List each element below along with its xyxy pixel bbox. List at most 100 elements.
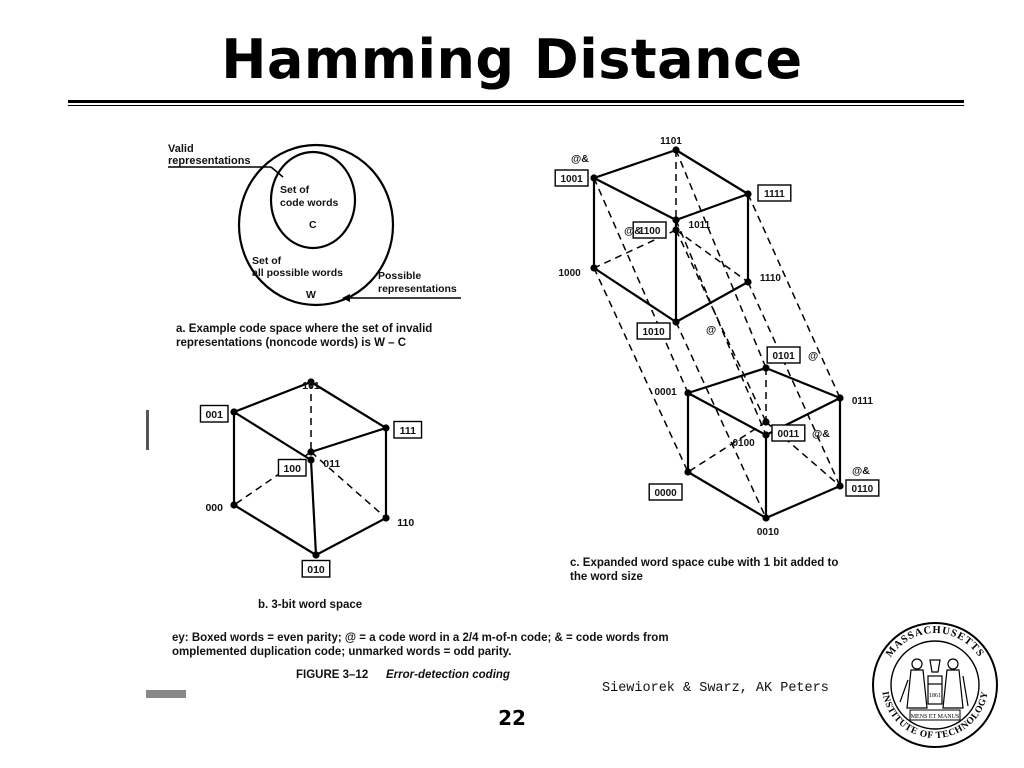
cube-b-edge	[233, 504, 317, 556]
cube-b-edge	[309, 459, 318, 556]
figure-caption-text: Error-detection coding	[386, 669, 510, 681]
outer-symbol: W	[306, 289, 316, 301]
slide-title: Hamming Distance	[221, 28, 803, 91]
seal-outer-ring	[872, 622, 998, 748]
possible-label: representations	[378, 283, 457, 295]
cube-b-edge	[315, 517, 387, 556]
inner-label: code words	[280, 197, 339, 209]
cube-vertex-dot	[744, 190, 752, 198]
cube-vertex-dot	[382, 514, 390, 522]
cube-c-edge	[593, 148, 677, 180]
error-detection-figure: Valid representations Set of code words …	[146, 136, 880, 698]
cube-b-hidden-edge	[310, 451, 387, 519]
even-parity-box	[199, 404, 229, 423]
cube-vertex-dot	[684, 389, 692, 397]
panel-a-caption: a. Example code space where the set of i…	[176, 323, 432, 335]
inner-symbol: C	[309, 219, 317, 231]
cube-b-node-label: 110	[397, 517, 414, 529]
figure-number: FIGURE 3–12	[296, 669, 368, 681]
cube-c-node-label: 0011	[778, 429, 800, 440]
cube-b-node-label: 010	[307, 564, 325, 576]
cube-c-node-label: 0100	[732, 438, 755, 449]
scan-edge-mark	[146, 410, 149, 450]
cube-vertex-dot	[230, 408, 238, 416]
even-parity-box	[757, 184, 792, 202]
seal-figures	[899, 658, 969, 709]
cube-vertex-dot	[836, 482, 844, 490]
code-word-mark: @	[808, 350, 818, 362]
cube-c-node-label: 1000	[558, 268, 581, 279]
even-parity-box	[648, 483, 683, 501]
cube-vertex-dot	[590, 174, 598, 182]
cube-c-edge	[593, 177, 677, 221]
even-parity-box	[632, 221, 667, 239]
outer-label: all possible words	[252, 267, 343, 279]
inner-label: Set of	[280, 184, 310, 196]
cube-vertex-dot	[762, 418, 770, 426]
cube-vertex-dot	[762, 514, 770, 522]
cube-b-edge	[233, 380, 312, 414]
seal-inner-ring	[890, 640, 980, 730]
cube-vertex-dot	[307, 456, 315, 464]
possible-arrowhead	[342, 294, 350, 302]
hypercube-connect-edge	[675, 219, 767, 436]
cube-vertex-dot	[762, 364, 770, 372]
cube-vertex-dot	[672, 146, 680, 154]
hypercube-connect-edge	[675, 149, 767, 369]
figure-key-line: ey: Boxed words = even parity; @ = a cod…	[172, 632, 669, 644]
cube-c-node-label: 0110	[852, 484, 874, 495]
cube-c-edge	[765, 484, 841, 520]
valid-label: representations	[168, 155, 251, 167]
cube-c-hidden-edge	[675, 229, 749, 283]
cube-b-edge	[233, 411, 312, 461]
possible-label: Possible	[378, 270, 421, 282]
cube-c-edge	[687, 392, 767, 436]
cube-c-node-label: 0101	[772, 351, 795, 362]
panel-c-caption: c. Expanded word space cube with 1 bit a…	[570, 557, 838, 569]
title-rule-thick	[68, 100, 964, 103]
cube-vertex-dot	[230, 501, 238, 509]
scanned-figure-background	[146, 130, 860, 708]
hypercube-connect-edge	[675, 321, 767, 519]
cube-c-node-label: 1001	[560, 174, 583, 185]
even-parity-box	[845, 479, 880, 497]
hypercube-connect-edge	[747, 193, 841, 399]
cube-b-node-label: 011	[323, 458, 340, 470]
cube-vertex-dot	[836, 394, 844, 402]
cube-c-node-label: 1110	[760, 273, 782, 284]
seal-year: 1861	[929, 693, 941, 699]
outer-circle-w	[237, 143, 395, 307]
code-word-mark: @&	[571, 153, 589, 165]
cube-vertex-dot	[672, 226, 680, 234]
code-word-mark: @&	[812, 428, 830, 440]
cube-vertex-dot	[672, 318, 680, 326]
page-number: 22	[498, 706, 526, 730]
panel-a-caption: representations (noncode words) is W – C	[176, 337, 406, 349]
code-word-mark: @&	[624, 225, 642, 237]
cube-c-edge	[687, 471, 767, 519]
panel-a-venn: Valid representations Set of code words …	[168, 143, 461, 349]
cube-b-node-label: 101	[302, 380, 320, 392]
cube-b-node-label: 100	[283, 463, 301, 475]
cube-c-node-label: 1100	[639, 226, 661, 237]
cube-vertex-dot	[684, 468, 692, 476]
cube-vertex-dot	[307, 378, 315, 386]
panel-c-caption: the word size	[570, 571, 643, 583]
even-parity-box	[554, 169, 589, 187]
cube-vertex-dot	[762, 431, 770, 439]
cube-c-edge	[675, 281, 749, 323]
cube-b-edge	[310, 426, 387, 454]
cube-c-node-label: 1111	[764, 189, 785, 200]
valid-leader-line	[270, 166, 284, 178]
even-parity-box	[771, 424, 806, 442]
even-parity-box	[766, 346, 801, 364]
cube-vertex-dot	[590, 264, 598, 272]
cube-c-edge	[593, 267, 677, 323]
scan-edge-mark	[146, 690, 186, 698]
seal-motto-banner	[909, 709, 961, 721]
even-parity-box	[277, 458, 307, 477]
cube-b-node-label: 000	[205, 502, 223, 514]
figure-key-line: omplemented duplication code; unmarked w…	[172, 646, 511, 658]
cube-vertex-dot	[312, 551, 320, 559]
valid-label: Valid	[168, 143, 194, 155]
